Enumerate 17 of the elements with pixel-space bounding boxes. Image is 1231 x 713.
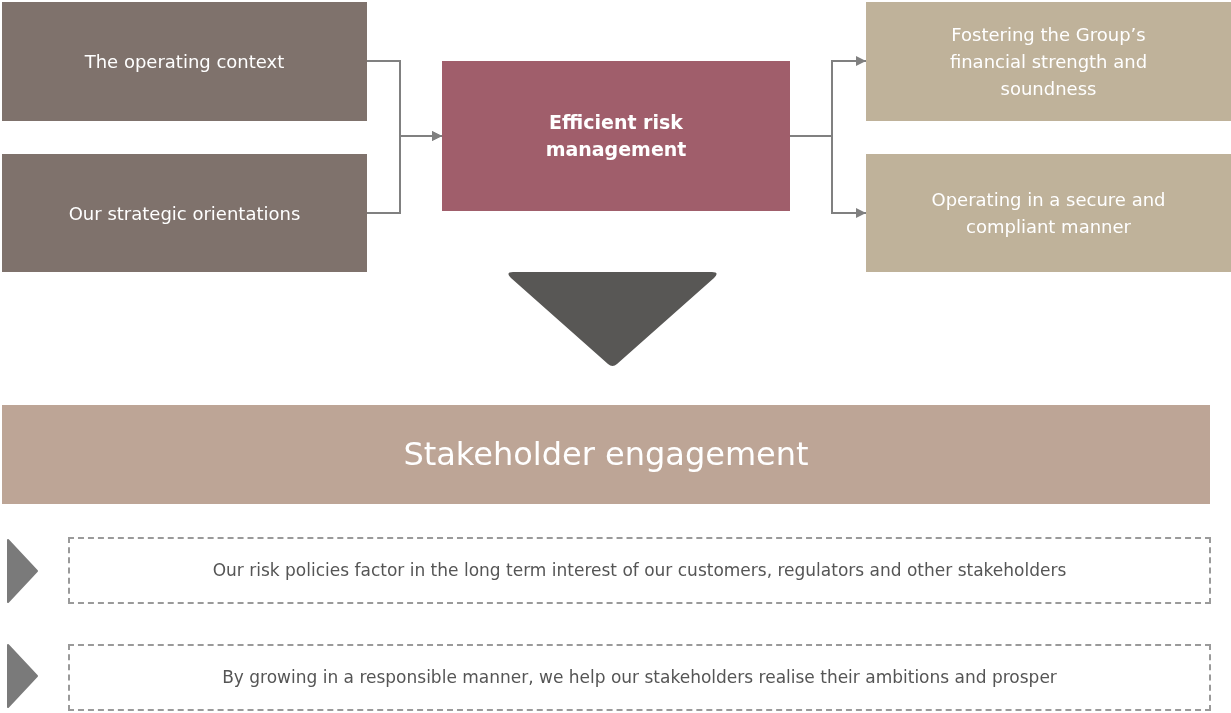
statement-text: Our risk policies factor in the long term interest of our customers, regulators and other stakeholders <box>211 559 1068 582</box>
box-label: Efficient risk management <box>544 110 688 162</box>
statement-box <box>68 644 1211 711</box>
banner-box <box>2 405 1210 504</box>
box-label: The operating context <box>83 50 286 74</box>
context-box <box>2 2 367 121</box>
box-label: Fostering the Group’s financial strength and soundness <box>948 23 1149 101</box>
process-box <box>442 61 790 211</box>
context-box <box>2 154 367 272</box>
outcome-box <box>866 154 1231 272</box>
box-label: Our strategic orientations <box>67 201 302 226</box>
statement-text: By growing in a responsible manner, we help our stakeholders realise their ambitions and prosper <box>221 666 1058 689</box>
box-label: Operating in a secure and compliant manner <box>930 188 1167 239</box>
connector-arrow <box>366 131 443 214</box>
outcome-box <box>866 2 1231 121</box>
statement-box <box>68 537 1211 604</box>
connector-arrow <box>789 135 867 218</box>
